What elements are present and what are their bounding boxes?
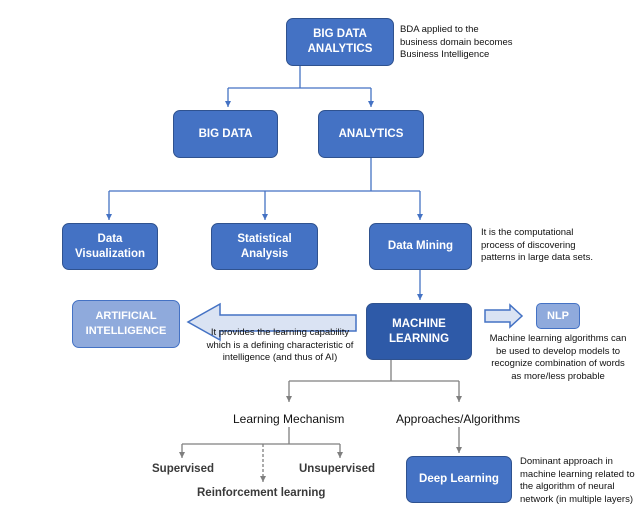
bda-note-line-3: Business Intelligence [400,49,490,60]
machine-learning-box: MACHINE LEARNING [366,303,472,360]
ml-split-connector [286,360,462,402]
deep-learning-box-label: Deep Learning [419,473,499,485]
bda-note-line-2: business domain becomes [400,36,513,48]
deep-learning-note: Dominant approach in machine learning re… [520,456,640,506]
bda-box-line-2: ANALYTICS [307,43,373,55]
approaches-label: Approaches/Algorithms [396,412,521,426]
big-data-box-label: BIG DATA [198,127,253,140]
ai-block-arrow [186,302,357,342]
reinforcement-label: Reinforcement learning [197,487,326,499]
data-visualization-line-2: Visualization [74,247,146,260]
analytics-box: ANALYTICS [318,110,424,158]
supervised-label: Supervised [152,463,214,475]
bda-note-line-1: BDA applied to the [400,24,479,35]
bda-box-line-1: BIG DATA [313,28,367,40]
analytics-split-connector [106,158,423,220]
data-mining-box-label: Data Mining [387,240,454,252]
statistical-analysis-box: Statistical Analysis [211,223,318,270]
artificial-intelligence-line-2: INTELLIGENCE [85,325,167,337]
big-data-box: BIG DATA [173,110,278,158]
deep-learning-note-line-2: machine learning related to [520,468,635,480]
statistical-analysis-line-2: Analysis [240,247,289,260]
nlp-box-label: NLP [547,309,569,322]
data-mining-note: It is the computational process of disco… [481,227,621,265]
deep-learning-note-line-4: network (in multiple layers) [520,493,633,505]
ai-note: It provides the learning capability whic… [190,327,370,365]
data-visualization-line-1: Data [97,232,123,245]
machine-learning-line-1: MACHINE [392,317,446,330]
artificial-intelligence-box: ARTIFICIAL INTELLIGENCE [72,300,180,348]
learning-mechanism-split-connector [179,427,343,482]
bda-note: BDA applied to the business domain becom… [400,24,540,62]
statistical-analysis-line-1: Statistical [237,232,292,245]
ai-note-line-2: which is a defining characteristic of [206,339,354,351]
data-mining-note-line-1: It is the computational [481,227,574,238]
nlp-note-line-3: recognize combination of words [491,358,625,369]
ai-note-line-1: It provides the learning capability [210,327,350,338]
deep-learning-box: Deep Learning [406,456,512,503]
deep-learning-note-line-3: the algorithm of neural [520,481,615,492]
bda-box: BIG DATA ANALYTICS [286,18,394,66]
bda-split-connector [225,66,374,107]
data-mining-box: Data Mining [369,223,472,270]
nlp-box: NLP [536,303,580,329]
data-mining-note-line-3: patterns in large data sets. [481,252,593,263]
nlp-block-arrow [484,303,524,329]
data-mining-note-line-2: process of discovering [481,239,576,251]
deep-learning-note-line-1: Dominant approach in [520,456,613,467]
nlp-note: Machine learning algorithms can be used … [476,333,640,383]
artificial-intelligence-line-1: ARTIFICIAL [95,310,157,322]
nlp-note-line-2: be used to develop models to [495,345,621,357]
analytics-box-label: ANALYTICS [338,127,404,140]
nlp-note-line-4: as more/less probable [511,370,605,382]
machine-learning-line-2: LEARNING [388,332,450,345]
ai-note-line-3: intelligence (and thus of AI) [222,352,338,363]
learning-mechanism-label: Learning Mechanism [233,412,345,426]
unsupervised-label: Unsupervised [299,463,376,475]
data-visualization-box: Data Visualization [62,223,158,270]
nlp-note-line-1: Machine learning algorithms can [489,333,627,344]
